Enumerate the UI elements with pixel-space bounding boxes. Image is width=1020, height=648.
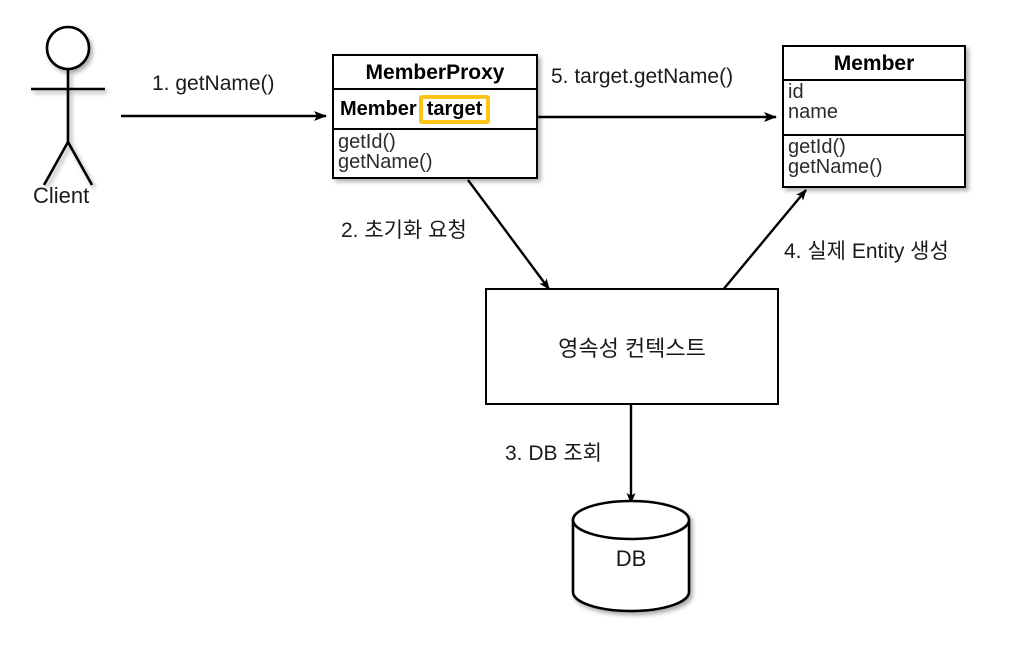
persistence-context-label: 영속성 컨텍스트 [558, 335, 706, 361]
edge-label-5: 5. target.getName() [551, 65, 734, 88]
memberproxy-title: MemberProxy [334, 56, 536, 90]
edge-label-1: 1. getName() [152, 72, 275, 95]
member-methods: getId() getName() [784, 136, 964, 177]
class-box-member[interactable]: Member id name getId() getName() [782, 45, 966, 188]
member-attribute-name: name [788, 101, 839, 123]
edge-2-arrow [467, 179, 550, 290]
attribute-field-highlight: target [418, 94, 491, 124]
memberproxy-method-getid: getId() [338, 131, 396, 153]
memberproxy-attribute-target[interactable]: Member target [338, 92, 536, 126]
edge-4-arrow [721, 189, 807, 292]
database-cylinder [571, 499, 691, 613]
member-attribute-id: id [788, 81, 804, 103]
member-method-getname: getName() [788, 156, 883, 178]
memberproxy-methods: getId() getName() [334, 130, 536, 172]
edge-label-4: 4. 실제 Entity 생성 [784, 240, 949, 263]
memberproxy-method-getname: getName() [338, 151, 433, 173]
member-title: Member [784, 47, 964, 81]
edge-label-2: 2. 초기화 요청 [341, 219, 467, 242]
client-actor-figure [31, 25, 105, 186]
member-method-getid: getId() [788, 136, 846, 158]
persistence-context-box[interactable]: 영속성 컨텍스트 [485, 288, 779, 405]
client-actor-label: Client [33, 183, 90, 208]
memberproxy-attributes: Member target [334, 90, 536, 130]
attribute-type-label: Member [340, 97, 417, 120]
edge-label-3: 3. DB 조회 [505, 442, 602, 465]
member-attributes: id name [784, 81, 964, 136]
class-box-memberproxy[interactable]: MemberProxy Member target getId() getNam… [332, 54, 538, 179]
database-label: DB [615, 546, 647, 571]
